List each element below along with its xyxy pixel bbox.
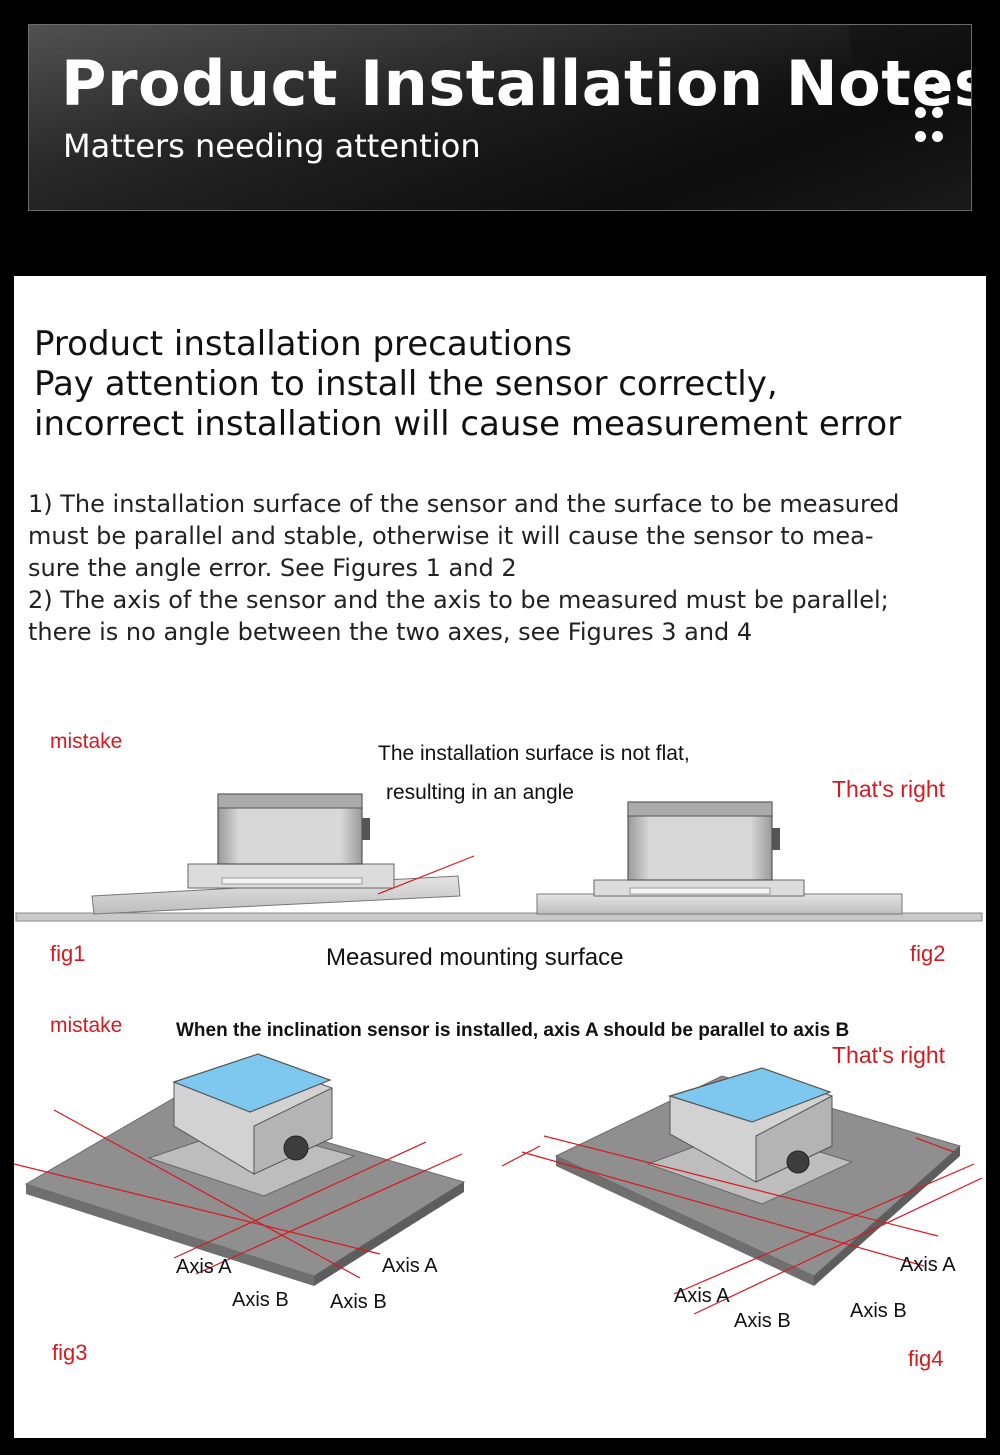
fig4-label: fig4	[908, 1346, 944, 1371]
fig3-axis-label: Axis A	[382, 1255, 438, 1277]
instruction-line: 1) The installation surface of the senso…	[28, 490, 900, 518]
fig4-axis-label: Axis A	[674, 1285, 730, 1307]
instructions-text: 1) The installation surface of the senso…	[28, 488, 968, 648]
fig3-label: fig3	[52, 1340, 88, 1365]
section-title-line: incorrect installation will cause measur…	[34, 404, 902, 444]
instruction-line: sure the angle error. See Figures 1 and …	[28, 554, 517, 582]
page-subtitle: Matters needing attention	[63, 127, 481, 165]
fig2-right-label: That's right	[832, 776, 946, 802]
fig2-sensor-level	[536, 801, 903, 915]
instruction-line: 2) The axis of the sensor and the axis t…	[28, 586, 889, 614]
fig4-axis-label: Axis B	[850, 1300, 907, 1322]
fig1-mistake-label: mistake	[50, 730, 123, 753]
section-title: Product installation precautions Pay att…	[34, 324, 901, 444]
installation-diagram	[14, 793, 983, 1315]
fig4-axis-label: Axis B	[734, 1310, 791, 1332]
section-title-line: Product installation precautions	[34, 324, 573, 364]
axis-parallel-note: When the inclination sensor is installed…	[176, 1020, 850, 1041]
instruction-line: there is no angle between the two axes, …	[28, 618, 753, 646]
dots-icon	[913, 83, 945, 145]
page-title: Product Installation Notes	[61, 47, 972, 120]
fig1-sensor-tilted	[91, 793, 475, 915]
section-title-line: Pay attention to install the sensor corr…	[34, 364, 778, 404]
fig3-mistake-label: mistake	[50, 1014, 123, 1037]
fig2-label: fig2	[910, 941, 946, 966]
fig3-sensor-misaligned	[14, 1053, 466, 1286]
fig3-axis-label: Axis B	[330, 1291, 387, 1313]
fig4-right-label: That's right	[832, 1042, 946, 1068]
fig4-axis-label: Axis A	[900, 1254, 956, 1276]
content-panel: Product installation precautions Pay att…	[14, 276, 986, 1438]
fig3-axis-label: Axis A	[176, 1256, 232, 1278]
fig1-note-line1: The installation surface is not flat,	[378, 742, 690, 765]
fig3-axis-label: Axis B	[232, 1289, 289, 1311]
instruction-line: must be parallel and stable, otherwise i…	[28, 522, 874, 550]
mounting-surface-label: Measured mounting surface	[326, 944, 624, 971]
header-banner: Product Installation Notes Matters needi…	[28, 24, 972, 211]
fig1-note-line2: resulting in an angle	[386, 781, 574, 804]
fig4-sensor-aligned	[501, 1067, 983, 1315]
fig1-label: fig1	[50, 941, 86, 966]
mounting-surface	[15, 912, 983, 922]
